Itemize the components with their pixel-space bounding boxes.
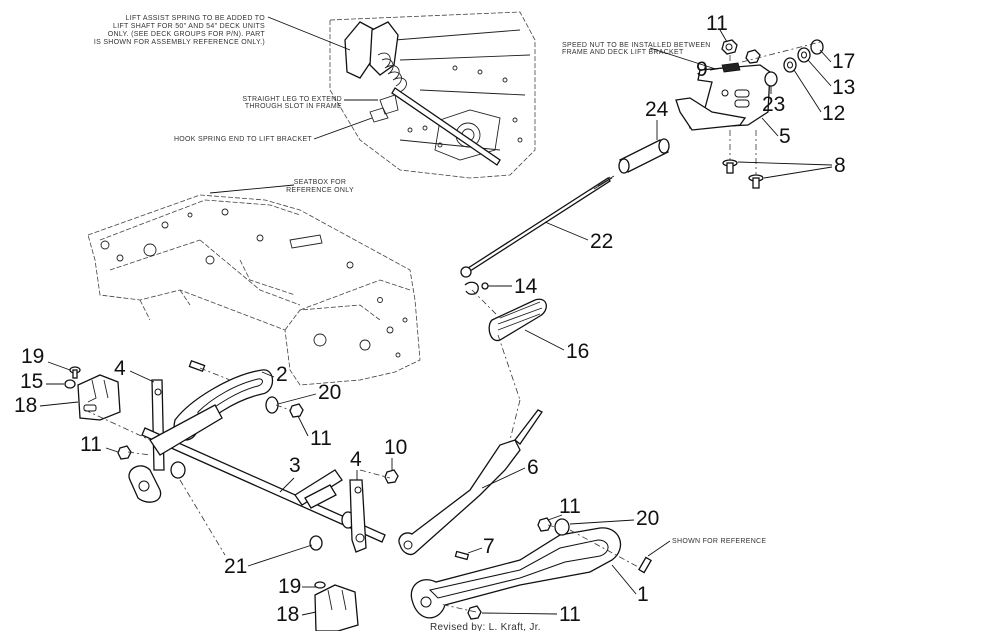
callout-5: 5 xyxy=(779,125,791,148)
svg-text:IS SHOWN FOR ASSEMBLY REFERENC: IS SHOWN FOR ASSEMBLY REFERENCE ONLY.) xyxy=(94,39,265,46)
callout-18: 18 xyxy=(14,394,37,417)
svg-text:SEATBOX FOR: SEATBOX FOR xyxy=(294,179,347,186)
callout-15: 15 xyxy=(20,370,43,393)
hex-nut-top-right xyxy=(745,49,761,64)
shown-for-reference-note: SHOWN FOR REFERENCE xyxy=(647,538,766,557)
svg-text:ONLY. (SEE DECK GROUPS FOR P/N: ONLY. (SEE DECK GROUPS FOR P/N). PART xyxy=(108,31,266,38)
screw-19-bottom xyxy=(314,581,326,589)
callout-7: 7 xyxy=(483,535,495,558)
callout-14: 14 xyxy=(514,275,538,298)
callout-1: 1 xyxy=(637,583,649,606)
seatbox-note: SEATBOX FOR REFERENCE ONLY xyxy=(209,179,354,194)
callout-19: 19 xyxy=(278,575,301,598)
assembly-lines-right xyxy=(439,399,641,613)
callout-22: 22 xyxy=(590,230,613,253)
revision-footer: Revised by: L. Kraft, Jr. xyxy=(430,622,541,631)
spacer-21 xyxy=(170,461,323,551)
callout-2: 2 xyxy=(276,363,288,386)
straight-leg-note: STRAIGHT LEG TO EXTEND THROUGH SLOT IN F… xyxy=(242,96,378,110)
callout-16: 16 xyxy=(566,340,589,363)
bolt-left-top xyxy=(188,359,206,373)
callout-18: 18 xyxy=(276,603,299,626)
callout-9: 9 xyxy=(696,58,708,81)
screw-19-left xyxy=(69,366,81,379)
callout-13: 13 xyxy=(832,76,855,99)
svg-text:HOOK SPRING END TO LIFT BRACKE: HOOK SPRING END TO LIFT BRACKET xyxy=(174,136,312,143)
speed-nut-9 xyxy=(721,62,741,73)
washer-20-right xyxy=(554,518,570,536)
bolts-8 xyxy=(722,130,764,189)
callout-20: 20 xyxy=(636,507,659,530)
svg-text:SPEED NUT TO BE INSTALLED BETW: SPEED NUT TO BE INSTALLED BETWEEN xyxy=(562,42,711,49)
nut-10 xyxy=(384,469,399,484)
callout-20: 20 xyxy=(318,381,341,404)
deck-lift-bracket-5 xyxy=(675,64,771,131)
callout-4: 4 xyxy=(114,357,126,380)
svg-text:THROUGH SLOT IN FRAME: THROUGH SLOT IN FRAME xyxy=(245,103,342,110)
assembly-line-top xyxy=(729,41,821,64)
callout-4: 4 xyxy=(350,448,362,471)
hex-nut-11-top xyxy=(721,39,738,55)
nut-11-right xyxy=(537,517,552,532)
washer-20-left xyxy=(265,396,279,414)
hook-spring-note: HOOK SPRING END TO LIFT BRACKET xyxy=(174,117,373,143)
callout-11: 11 xyxy=(310,427,332,450)
callout-12: 12 xyxy=(822,102,845,125)
svg-text:STRAIGHT LEG TO EXTEND: STRAIGHT LEG TO EXTEND xyxy=(242,96,342,103)
lift-assist-spring-inset xyxy=(329,11,536,179)
callouts: 11 17 9 13 23 12 24 5 8 22 14 16 19 15 1… xyxy=(14,12,855,626)
lift-shaft-3 xyxy=(128,404,386,543)
bracket-18-bottom xyxy=(314,584,359,632)
arm-4-left xyxy=(151,379,165,471)
reference-bolt xyxy=(638,556,652,574)
callout-11: 11 xyxy=(706,12,728,35)
seatbox-frame xyxy=(87,194,421,386)
assembly-line-pedal xyxy=(471,289,521,401)
callout-19: 19 xyxy=(21,345,44,368)
svg-text:REFERENCE ONLY: REFERENCE ONLY xyxy=(286,187,354,194)
lock-nut-12 xyxy=(783,57,797,73)
callout-10: 10 xyxy=(384,436,407,459)
washer-23 xyxy=(764,71,778,87)
bolt-7 xyxy=(454,550,470,561)
callout-11: 11 xyxy=(559,603,581,626)
spacer-sleeve-24 xyxy=(618,138,670,174)
callout-11: 11 xyxy=(80,433,102,456)
pedal-pad-16 xyxy=(488,298,547,342)
nut-11-bottom xyxy=(467,605,482,620)
nut-11-left xyxy=(117,445,132,460)
callout-8: 8 xyxy=(834,154,846,177)
speed-nut-note: SPEED NUT TO BE INSTALLED BETWEEN FRAME … xyxy=(562,42,726,73)
clip-14 xyxy=(464,281,489,295)
svg-text:SHOWN FOR REFERENCE: SHOWN FOR REFERENCE xyxy=(672,538,766,545)
callout-3: 3 xyxy=(289,454,301,477)
nut-15 xyxy=(64,379,76,389)
svg-text:LIFT SHAFT FOR 50" AND 54" DEC: LIFT SHAFT FOR 50" AND 54" DECK UNITS xyxy=(113,23,265,30)
callout-17: 17 xyxy=(832,50,855,73)
nut-13 xyxy=(797,47,811,63)
callout-6: 6 xyxy=(527,456,539,479)
lift-rod-22 xyxy=(460,175,615,278)
arm-4-right xyxy=(349,479,367,553)
nut-11-mid xyxy=(289,403,304,418)
svg-text:FRAME AND DECK LIFT BRACKET: FRAME AND DECK LIFT BRACKET xyxy=(562,49,684,56)
bracket-18-left xyxy=(77,374,121,421)
svg-text:LIFT ASSIST SPRING TO BE ADDED: LIFT ASSIST SPRING TO BE ADDED TO xyxy=(126,15,266,22)
callout-24: 24 xyxy=(645,98,669,121)
pedal-arm-6 xyxy=(398,409,543,556)
lift-assist-note: LIFT ASSIST SPRING TO BE ADDED TO LIFT S… xyxy=(94,15,351,51)
callout-11: 11 xyxy=(559,495,581,518)
callout-21: 21 xyxy=(224,555,247,578)
lift-lever-1 xyxy=(410,527,622,619)
callout-23: 23 xyxy=(762,93,785,116)
assembly-lines-left xyxy=(84,367,391,556)
